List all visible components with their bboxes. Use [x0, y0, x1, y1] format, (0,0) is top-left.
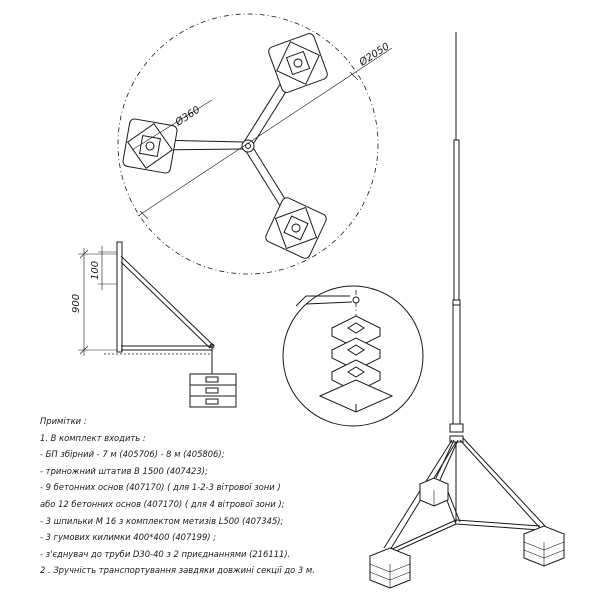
note-line: - з'єднувач до труби D30-40 з 2 приєднан… — [40, 548, 291, 559]
note-line: 1. В комплект входить : — [40, 432, 146, 443]
top-view-plan: Ø2050 Ø360 — [117, 13, 393, 275]
note-line: - триножний штатив В 1500 (407423); — [40, 465, 208, 476]
base-block-bottom — [265, 197, 327, 259]
mast-upper-section — [453, 139, 460, 301]
note-line: - 9 бетонних основ (407170) ( для 1-2-3 … — [40, 482, 281, 493]
notes-block: Примітки : 1. В комплект входить : - БП … — [40, 413, 400, 579]
detail-circle — [282, 285, 424, 427]
tripod-base-right — [522, 525, 566, 567]
note-line: або 12 бетонних основ (407170) ( для 4 в… — [40, 498, 285, 509]
detail-callout-bases — [282, 285, 424, 427]
base-diameter-label: Ø360 — [172, 104, 202, 129]
outer-diameter-label: Ø2050 — [356, 40, 391, 69]
note-line: - 3 гумових килимки 400*400 (407199) ; — [40, 532, 217, 543]
side-view-profile: 900 100 — [71, 241, 237, 408]
base-block-left — [122, 118, 178, 174]
base-diameter-dimension-line — [131, 99, 213, 151]
note-line: 2 . Зручність транспортування завдяки до… — [40, 565, 315, 576]
side-block-1 — [189, 373, 237, 386]
rubber-mat — [318, 379, 394, 413]
mast-lower-section — [452, 299, 461, 426]
side-block-3 — [189, 395, 237, 408]
height-900-label: 900 — [71, 294, 82, 313]
tripod-base-back — [418, 477, 450, 507]
note-line: - 3 шпильки М 16 з комплектом метизів L5… — [40, 515, 284, 526]
tripod-base-front-left — [368, 547, 412, 589]
tripod-mast-perspective — [368, 32, 566, 589]
height-100-label: 100 — [90, 261, 101, 280]
base-block-top — [268, 33, 328, 93]
note-line: - БП збірний - 7 м (405706) - 8 м (40580… — [40, 449, 225, 460]
outer-diameter-dimension-line — [137, 47, 393, 217]
outer-circle-outline — [117, 13, 379, 275]
notes-heading: Примітки : — [40, 416, 87, 426]
side-block-2 — [189, 384, 237, 397]
mast-hub-plan — [241, 139, 255, 153]
